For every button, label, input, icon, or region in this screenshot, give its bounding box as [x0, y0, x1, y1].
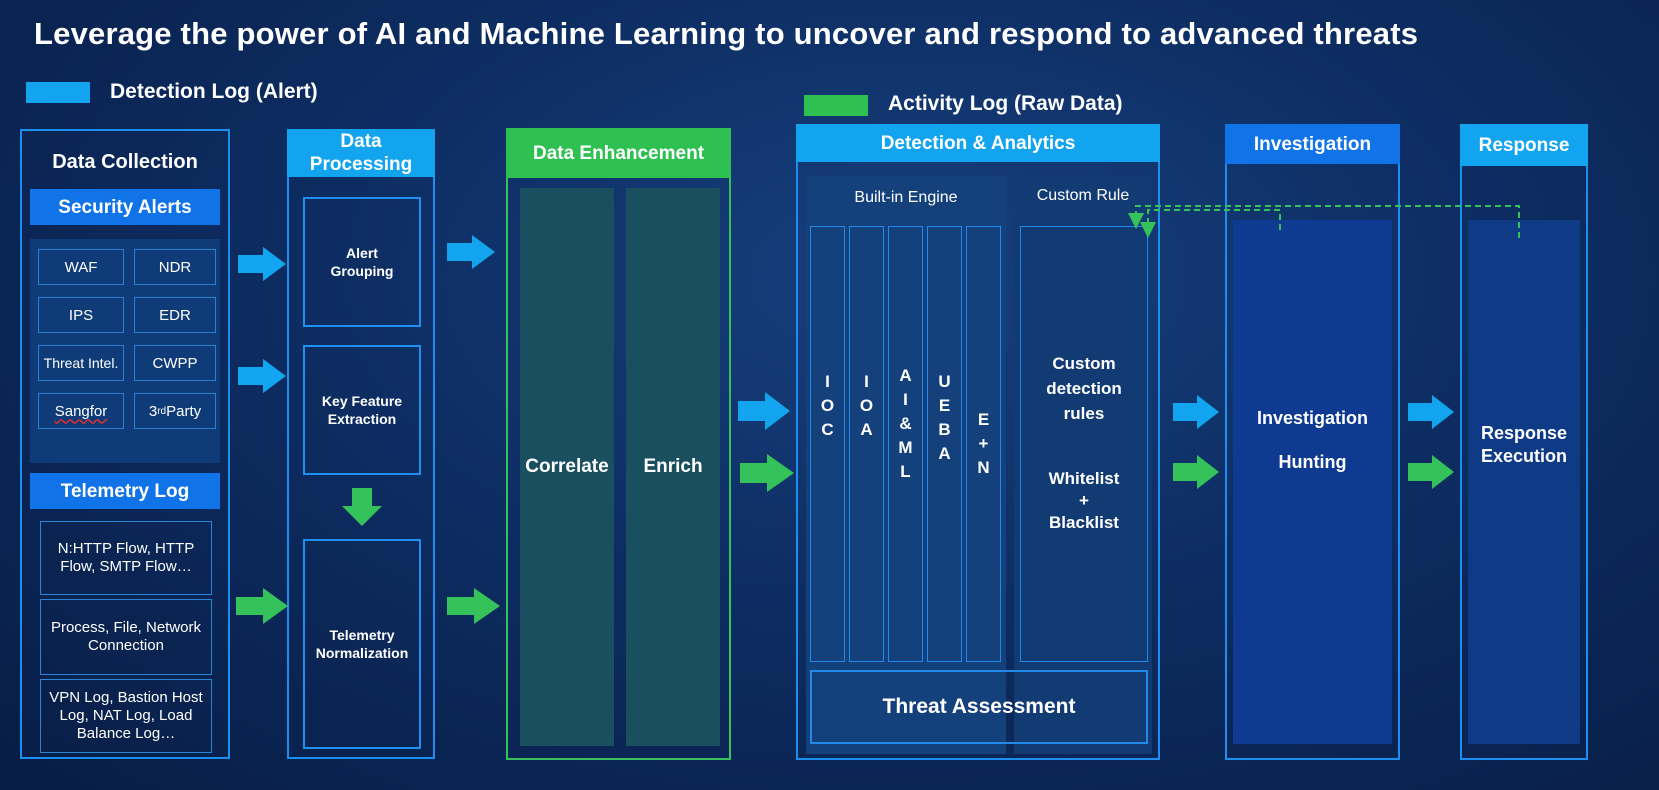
correlate-column: Correlate: [520, 188, 614, 746]
custom-detection-rules: Custom detection rules: [1046, 353, 1122, 423]
engine-ioc-letter: I: [825, 372, 830, 391]
data-enhancement-panel: Data Enhancement Correlate Enrich: [506, 128, 731, 760]
engine-ioc: [810, 226, 845, 662]
telemetry-network-flow: N:HTTP Flow, HTTP Flow, SMTP Flow…: [40, 521, 212, 595]
arrow-down-icon: [342, 488, 382, 526]
hunting-item: Hunting: [1278, 451, 1347, 472]
step-alert-grouping: Alert Grouping: [303, 197, 421, 327]
detection-analytics-panel: Detection & Analytics Built-in Engine Cu…: [796, 124, 1160, 760]
arrow-right-icon: [1408, 395, 1454, 429]
custom-rule-box: [1020, 226, 1148, 662]
step-key-feature-extraction: Key Feature Extraction: [303, 345, 421, 475]
investigation-area: [1233, 220, 1392, 744]
engine-ioa-letter: O: [859, 396, 874, 415]
alert-source-threat-intel: Threat Intel.: [38, 345, 124, 381]
engine-ioa: [849, 226, 884, 662]
engine-ioa-letter: I: [864, 372, 869, 391]
enrich-column: Enrich: [626, 188, 720, 746]
data-collection-title: Data Collection: [52, 150, 198, 173]
threat-assessment-box: Threat Assessment: [810, 670, 1148, 744]
engine-ioa-label: I O A: [849, 370, 884, 442]
engine-e-n: [966, 226, 1001, 662]
engine-ai-ml-letter: M: [898, 438, 913, 457]
data-collection-panel: Data Collection Security Alerts WAF NDR …: [20, 129, 230, 759]
alert-source-cwpp: CWPP: [134, 345, 216, 381]
engine-ai-ml-letter: A: [899, 366, 912, 385]
arrow-right-icon: [1173, 395, 1219, 429]
arrow-right-icon: [447, 588, 500, 624]
security-alerts-header: Security Alerts: [30, 189, 220, 225]
engine-ueba: [927, 226, 962, 662]
engine-ueba-label: U E B A: [927, 370, 962, 466]
response-execution-item: Response Execution: [1480, 423, 1568, 466]
whitelist-blacklist: Whitelist + Blacklist: [1026, 468, 1142, 534]
alert-source-waf: WAF: [38, 249, 124, 285]
telemetry-endpoint: Process, File, Network Connection: [40, 599, 212, 675]
response-header: Response: [1460, 124, 1588, 166]
arrow-right-icon: [1408, 455, 1454, 489]
alert-source-sangfor: Sangfor: [38, 393, 124, 429]
response-panel: Response Response Execution: [1460, 124, 1588, 760]
custom-rule-title: Custom Rule: [1036, 187, 1130, 204]
engine-e-n-letter: +: [978, 434, 989, 453]
telemetry-log-header: Telemetry Log: [30, 473, 220, 509]
detection-analytics-header: Detection & Analytics: [796, 124, 1160, 162]
data-enhancement-header: Data Enhancement: [506, 128, 731, 178]
builtin-engine-area: [806, 176, 1006, 754]
engine-ioc-letter: O: [820, 396, 835, 415]
arrow-right-icon: [740, 454, 794, 492]
third-party-label: Party: [166, 402, 202, 420]
alert-source-ips: IPS: [38, 297, 124, 333]
sangfor-label: Sangfor: [54, 402, 108, 420]
security-alerts-area: [30, 239, 220, 463]
arrow-right-icon: [738, 392, 790, 430]
legend-detection-swatch: [26, 82, 90, 103]
legend-activity-label: Activity Log (Raw Data): [888, 92, 1123, 115]
arrow-right-icon: [447, 235, 495, 269]
legend-detection-label: Detection Log (Alert): [110, 80, 318, 103]
engine-ai-ml-letter: I: [903, 390, 908, 409]
feedback-connector-investigation: [1140, 209, 1281, 238]
engine-ai-ml-label: A I & M L: [888, 364, 923, 484]
engine-ioc-letter: C: [821, 420, 834, 439]
feedback-connector-response: [1128, 205, 1520, 238]
page-title: Leverage the power of AI and Machine Lea…: [34, 16, 1419, 51]
whitelist-label: Whitelist: [1048, 469, 1120, 488]
response-area: [1468, 220, 1580, 744]
arrow-right-icon: [238, 247, 286, 281]
investigation-panel: Investigation Investigation Hunting: [1225, 124, 1400, 760]
engine-ueba-letter: U: [938, 372, 951, 391]
data-processing-header: Data Processing: [287, 129, 435, 177]
investigation-header: Investigation: [1225, 124, 1400, 164]
legend-activity-swatch: [804, 95, 868, 116]
third-party-suffix: rd: [157, 405, 167, 417]
list-plus-sign: +: [1079, 491, 1089, 510]
step-telemetry-normalization: Telemetry Normalization: [303, 539, 421, 749]
engine-ai-ml-letter: L: [900, 462, 911, 481]
telemetry-infrastructure: VPN Log, Bastion Host Log, NAT Log, Load…: [40, 679, 212, 753]
alert-source-ndr: NDR: [134, 249, 216, 285]
investigation-item: Investigation: [1256, 407, 1368, 428]
data-processing-panel: Data Processing Alert Grouping Key Featu…: [287, 129, 435, 759]
blacklist-label: Blacklist: [1049, 513, 1119, 532]
engine-e-n-letter: E: [977, 410, 990, 429]
third-party-number: 3: [148, 402, 158, 420]
arrow-right-icon: [238, 359, 286, 393]
engine-ai-ml-letter: &: [899, 414, 912, 433]
engine-ioc-label: I O C: [810, 370, 845, 442]
custom-rule-area: [1014, 176, 1152, 754]
engine-ueba-letter: A: [938, 444, 951, 463]
engine-e-n-label: E + N: [966, 408, 1001, 480]
arrow-right-icon: [236, 588, 288, 624]
engine-ueba-letter: B: [938, 420, 951, 439]
engine-e-n-letter: N: [977, 458, 990, 477]
builtin-engine-title: Built-in Engine: [854, 189, 958, 206]
alert-source-edr: EDR: [134, 297, 216, 333]
engine-ai-ml: [888, 226, 923, 662]
engine-ueba-letter: E: [938, 396, 951, 415]
arrow-right-icon: [1173, 455, 1219, 489]
engine-ioa-letter: A: [860, 420, 873, 439]
